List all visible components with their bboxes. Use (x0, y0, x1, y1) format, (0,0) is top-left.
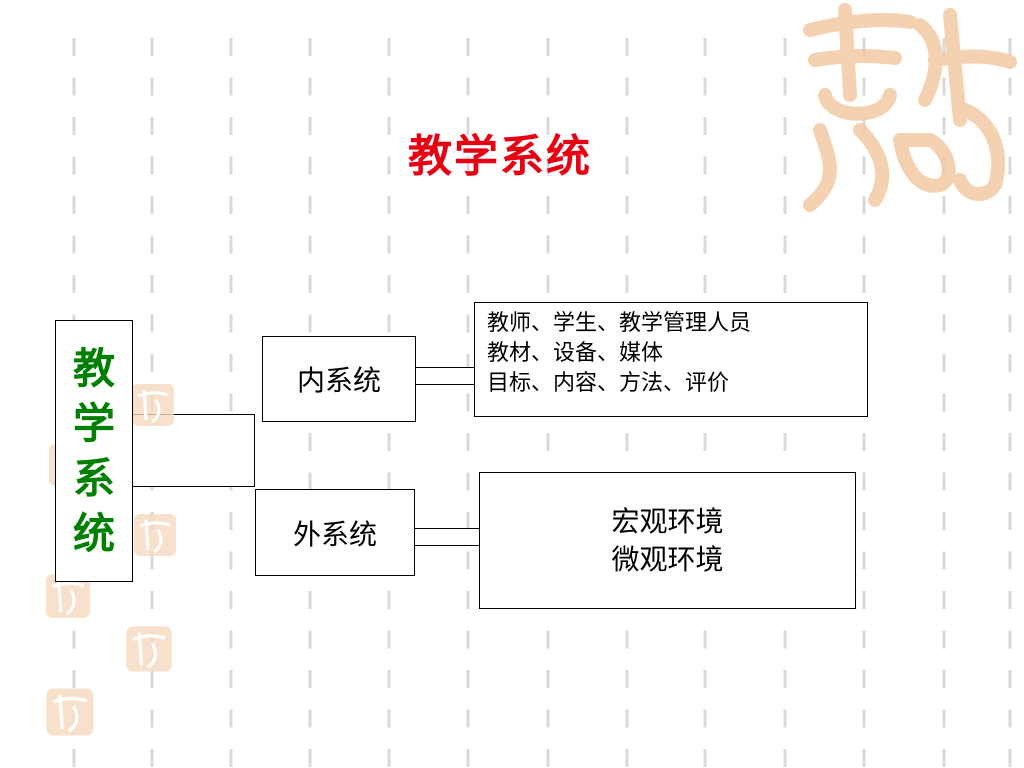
outer-detail-line-2: 微观环境 (611, 542, 724, 576)
inner-system-label: 内系统 (296, 364, 381, 397)
main-box-char-4: 统 (72, 509, 115, 558)
auspicious-calligraphy-seal (803, 3, 1017, 212)
inner-detail-line-3: 目标、内容、方法、评价 (487, 371, 730, 396)
small-seal-6 (46, 688, 94, 736)
inner-system-box: 内系统 (262, 336, 416, 422)
small-seal-4 (46, 574, 90, 618)
outer-detail-line-1: 宏观环境 (611, 504, 724, 538)
teaching-system-main-box: 教 学 系 统 (55, 320, 133, 582)
small-seal-3 (134, 514, 176, 556)
outer-system-label: 外系统 (292, 517, 377, 551)
outer-system-box: 外系统 (255, 489, 415, 576)
main-box-char-2: 学 (72, 399, 115, 448)
main-box-char-3: 系 (72, 454, 115, 503)
outer-system-details-box: 宏观环境 微观环境 (479, 472, 856, 609)
inner-detail-connector (406, 367, 478, 385)
main-box-char-1: 教 (72, 344, 115, 393)
slide-title: 教学系统 (408, 131, 592, 182)
small-seal-1 (132, 384, 174, 426)
trunk-connector (132, 414, 255, 487)
small-seal-5 (126, 626, 172, 672)
outer-detail-connector (414, 528, 483, 546)
inner-detail-line-2: 教材、设备、媒体 (487, 341, 664, 366)
inner-system-details-box: 教师、学生、教学管理人员 教材、设备、媒体 目标、内容、方法、评价 (474, 302, 868, 417)
inner-detail-line-1: 教师、学生、教学管理人员 (487, 311, 752, 336)
